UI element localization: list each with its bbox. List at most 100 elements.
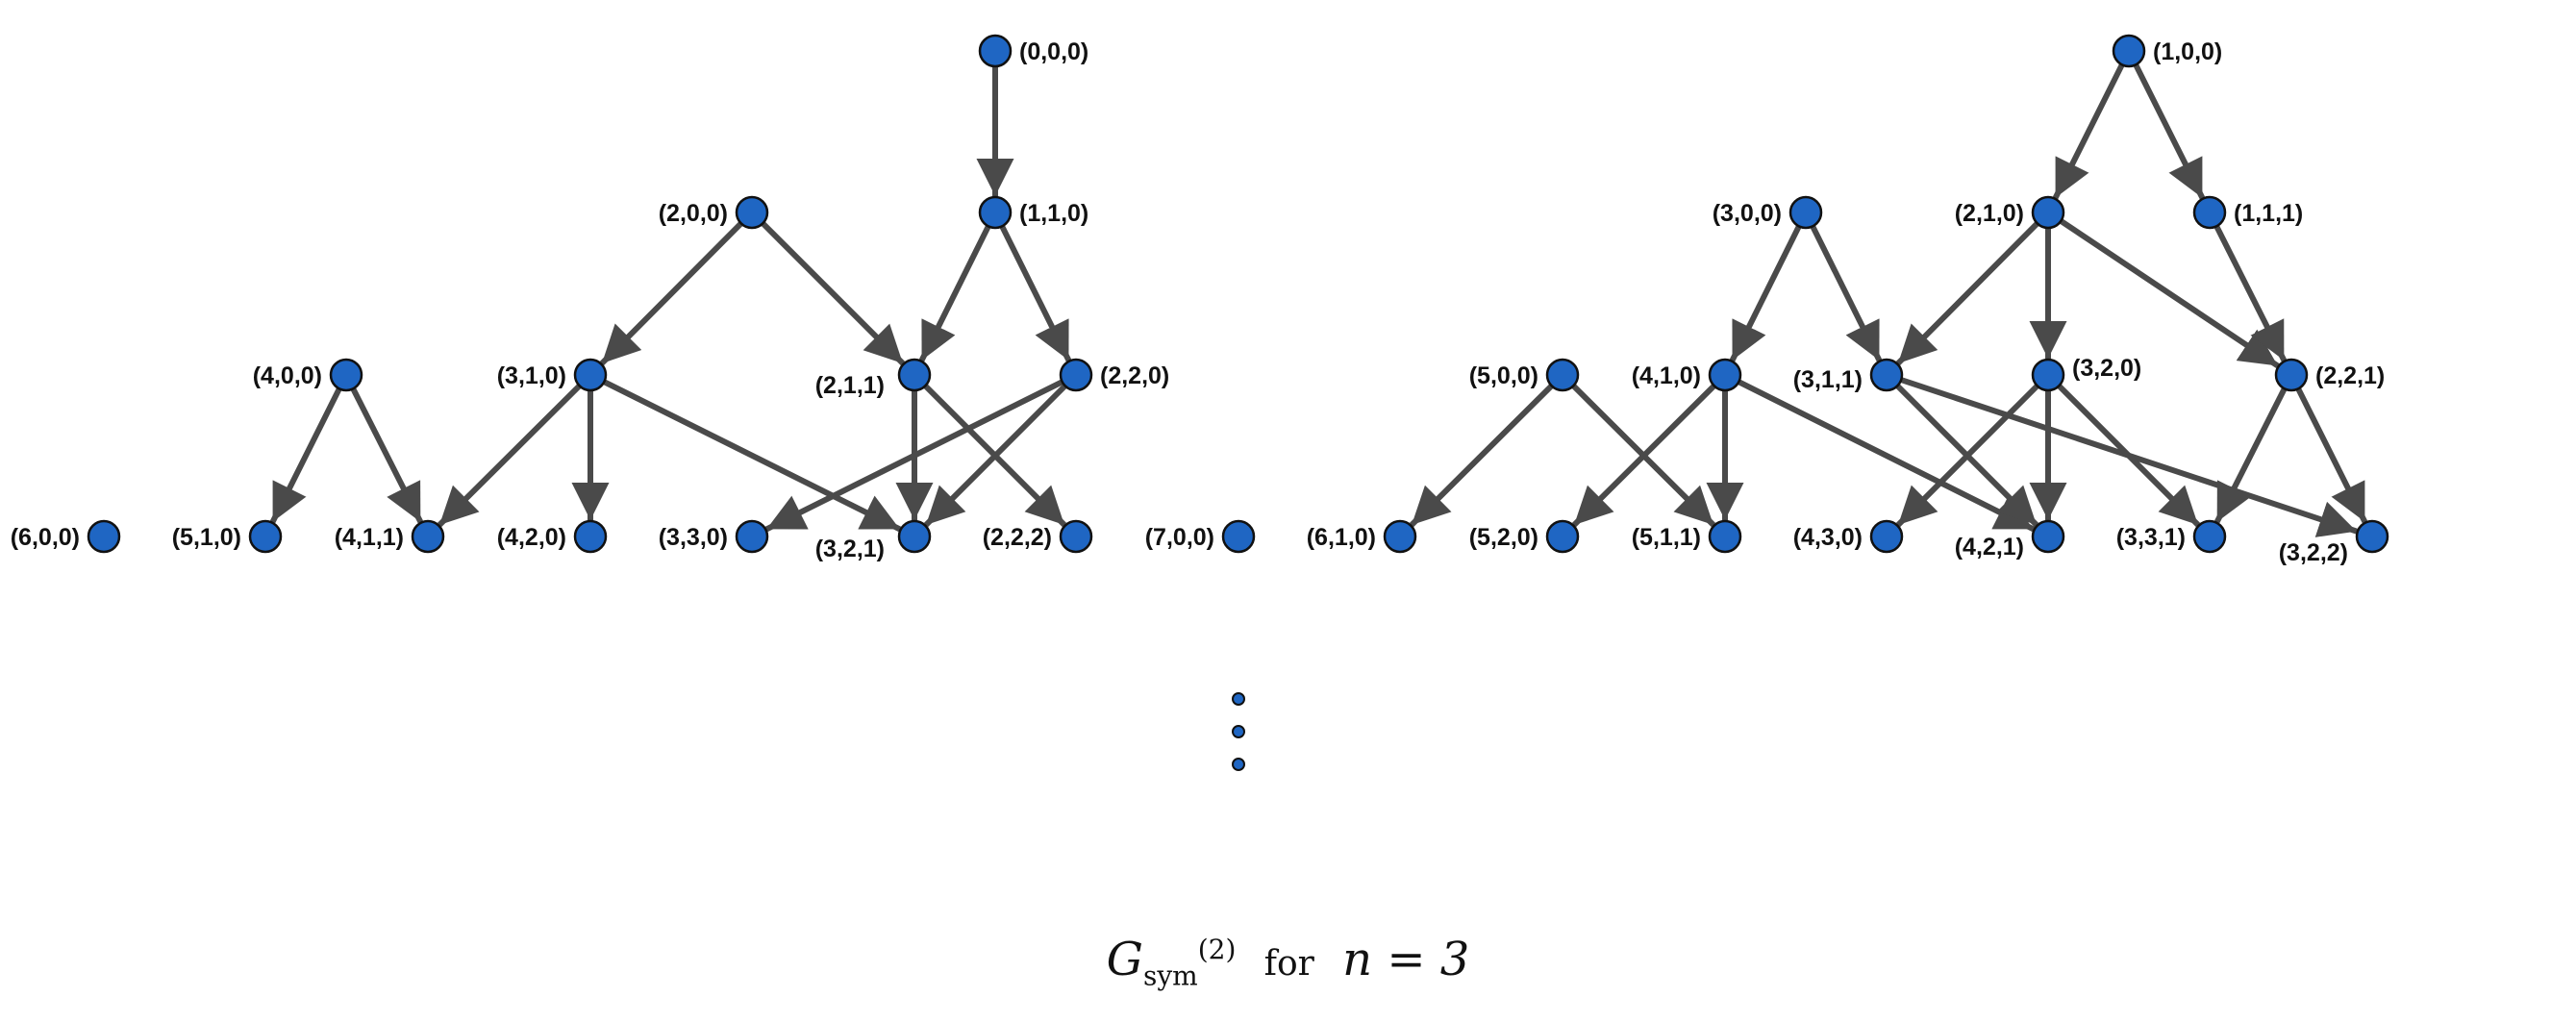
node-a420 (573, 519, 608, 554)
node-b410 (1708, 358, 1742, 392)
node-label-b331: (3,3,1) (2116, 524, 2186, 551)
edge-a110-a211 (918, 224, 991, 362)
node-a000 (978, 34, 1013, 68)
node-label-b320: (3,2,0) (2072, 355, 2141, 382)
ellipsis-dot (1232, 725, 1245, 738)
node-label-b610: (6,1,0) (1307, 524, 1376, 551)
node-label-b700: (7,0,0) (1145, 524, 1214, 551)
node-label-b300: (3,0,0) (1713, 200, 1782, 227)
node-label-a110: (1,1,0) (1019, 200, 1088, 227)
edge-b320-b331 (2057, 384, 2201, 528)
node-label-a000: (0,0,0) (1019, 38, 1088, 65)
edge-a310-a411 (437, 384, 582, 528)
edge-b100-b111 (2133, 62, 2206, 200)
node-b300 (1788, 195, 1823, 230)
edge-a400-a411 (350, 386, 424, 524)
edge-b410-b520 (1571, 384, 1716, 528)
node-label-a411: (4,1,1) (335, 524, 404, 551)
node-label-b311: (3,1,1) (1793, 366, 1863, 393)
edges-layer (269, 62, 2368, 537)
nodes-layer (87, 34, 2389, 554)
node-label-a400: (4,0,0) (253, 362, 322, 389)
caption-word: for (1263, 944, 1314, 984)
edge-a310-a321 (602, 379, 902, 533)
node-label-a600: (6,0,0) (11, 524, 80, 551)
node-a600 (87, 519, 121, 554)
node-a321 (897, 519, 932, 554)
node-b311 (1869, 358, 1904, 392)
node-label-b421: (4,2,1) (1955, 534, 2024, 561)
node-a220 (1059, 358, 1093, 392)
node-b331 (2192, 519, 2227, 554)
edge-b210-b221 (2059, 218, 2280, 369)
node-b430 (1869, 519, 1904, 554)
edge-a220-a321 (923, 384, 1067, 528)
node-b421 (2031, 519, 2065, 554)
caption-condition: n = 3 (1342, 933, 1470, 986)
node-b111 (2192, 195, 2227, 230)
edge-b300-b410 (1729, 224, 1802, 362)
edge-b210-b311 (1895, 221, 2039, 366)
node-label-a310: (3,1,0) (497, 362, 566, 389)
labels-layer: (0,0,0) (2,0,0) (1,1,0) (4,0,0) (3,1,0) (2,1,… (11, 38, 2386, 566)
ellipsis-dot (1232, 692, 1245, 706)
edge-b221-b322 (2295, 386, 2368, 524)
node-a411 (411, 519, 445, 554)
node-a510 (248, 519, 283, 554)
edge-b100-b210 (2052, 62, 2125, 200)
node-b500 (1545, 358, 1580, 392)
node-a211 (897, 358, 932, 392)
caption-symbol: G (1106, 933, 1143, 986)
node-label-b221: (2,2,1) (2315, 362, 2385, 389)
node-b320 (2031, 358, 2065, 392)
edge-a200-a211 (761, 221, 906, 366)
node-label-b100: (1,0,0) (2153, 38, 2222, 65)
node-b322 (2355, 519, 2389, 554)
node-label-a222: (2,2,2) (983, 524, 1052, 551)
node-label-a510: (5,1,0) (172, 524, 241, 551)
node-b700 (1221, 519, 1256, 554)
figure-caption: Gsym(2) for n = 3 (0, 933, 2576, 992)
node-b610 (1383, 519, 1417, 554)
edge-b410-b421 (1737, 379, 2036, 533)
node-a310 (573, 358, 608, 392)
node-label-b500: (5,0,0) (1469, 362, 1538, 389)
node-label-b322: (3,2,2) (2279, 539, 2348, 566)
node-a200 (735, 195, 769, 230)
node-b520 (1545, 519, 1580, 554)
caption-superscript: (2) (1197, 934, 1237, 965)
node-label-b430: (4,3,0) (1793, 524, 1863, 551)
node-label-a220: (2,2,0) (1100, 362, 1169, 389)
node-a400 (329, 358, 363, 392)
edge-b111-b221 (2213, 224, 2288, 362)
node-label-a330: (3,3,0) (659, 524, 728, 551)
node-label-a321: (3,2,1) (815, 536, 885, 562)
edge-a400-a510 (269, 386, 342, 524)
node-b221 (2274, 358, 2309, 392)
node-b511 (1708, 519, 1742, 554)
node-b100 (2112, 34, 2146, 68)
node-label-a200: (2,0,0) (659, 200, 728, 227)
node-label-b511: (5,1,1) (1632, 524, 1701, 551)
node-label-b520: (5,2,0) (1469, 524, 1538, 551)
node-a110 (978, 195, 1013, 230)
edge-b300-b311 (1810, 224, 1883, 362)
node-a330 (735, 519, 769, 554)
node-label-b210: (2,1,0) (1955, 200, 2024, 227)
edge-a110-a220 (999, 224, 1072, 362)
node-a222 (1059, 519, 1093, 554)
node-label-a211: (2,1,1) (815, 372, 885, 399)
edge-a220-a330 (764, 379, 1064, 533)
edge-b221-b331 (2213, 386, 2288, 524)
ellipsis-dot (1232, 758, 1245, 771)
node-label-b111: (1,1,1) (2234, 200, 2303, 227)
vertical-ellipsis (1232, 692, 1245, 771)
node-label-b410: (4,1,0) (1632, 362, 1701, 389)
node-b210 (2031, 195, 2065, 230)
edge-b320-b430 (1895, 384, 2039, 528)
caption-subscript: sym (1142, 960, 1198, 992)
node-label-a420: (4,2,0) (497, 524, 566, 551)
edge-b500-b610 (1409, 384, 1554, 528)
edge-a200-a310 (599, 221, 743, 366)
